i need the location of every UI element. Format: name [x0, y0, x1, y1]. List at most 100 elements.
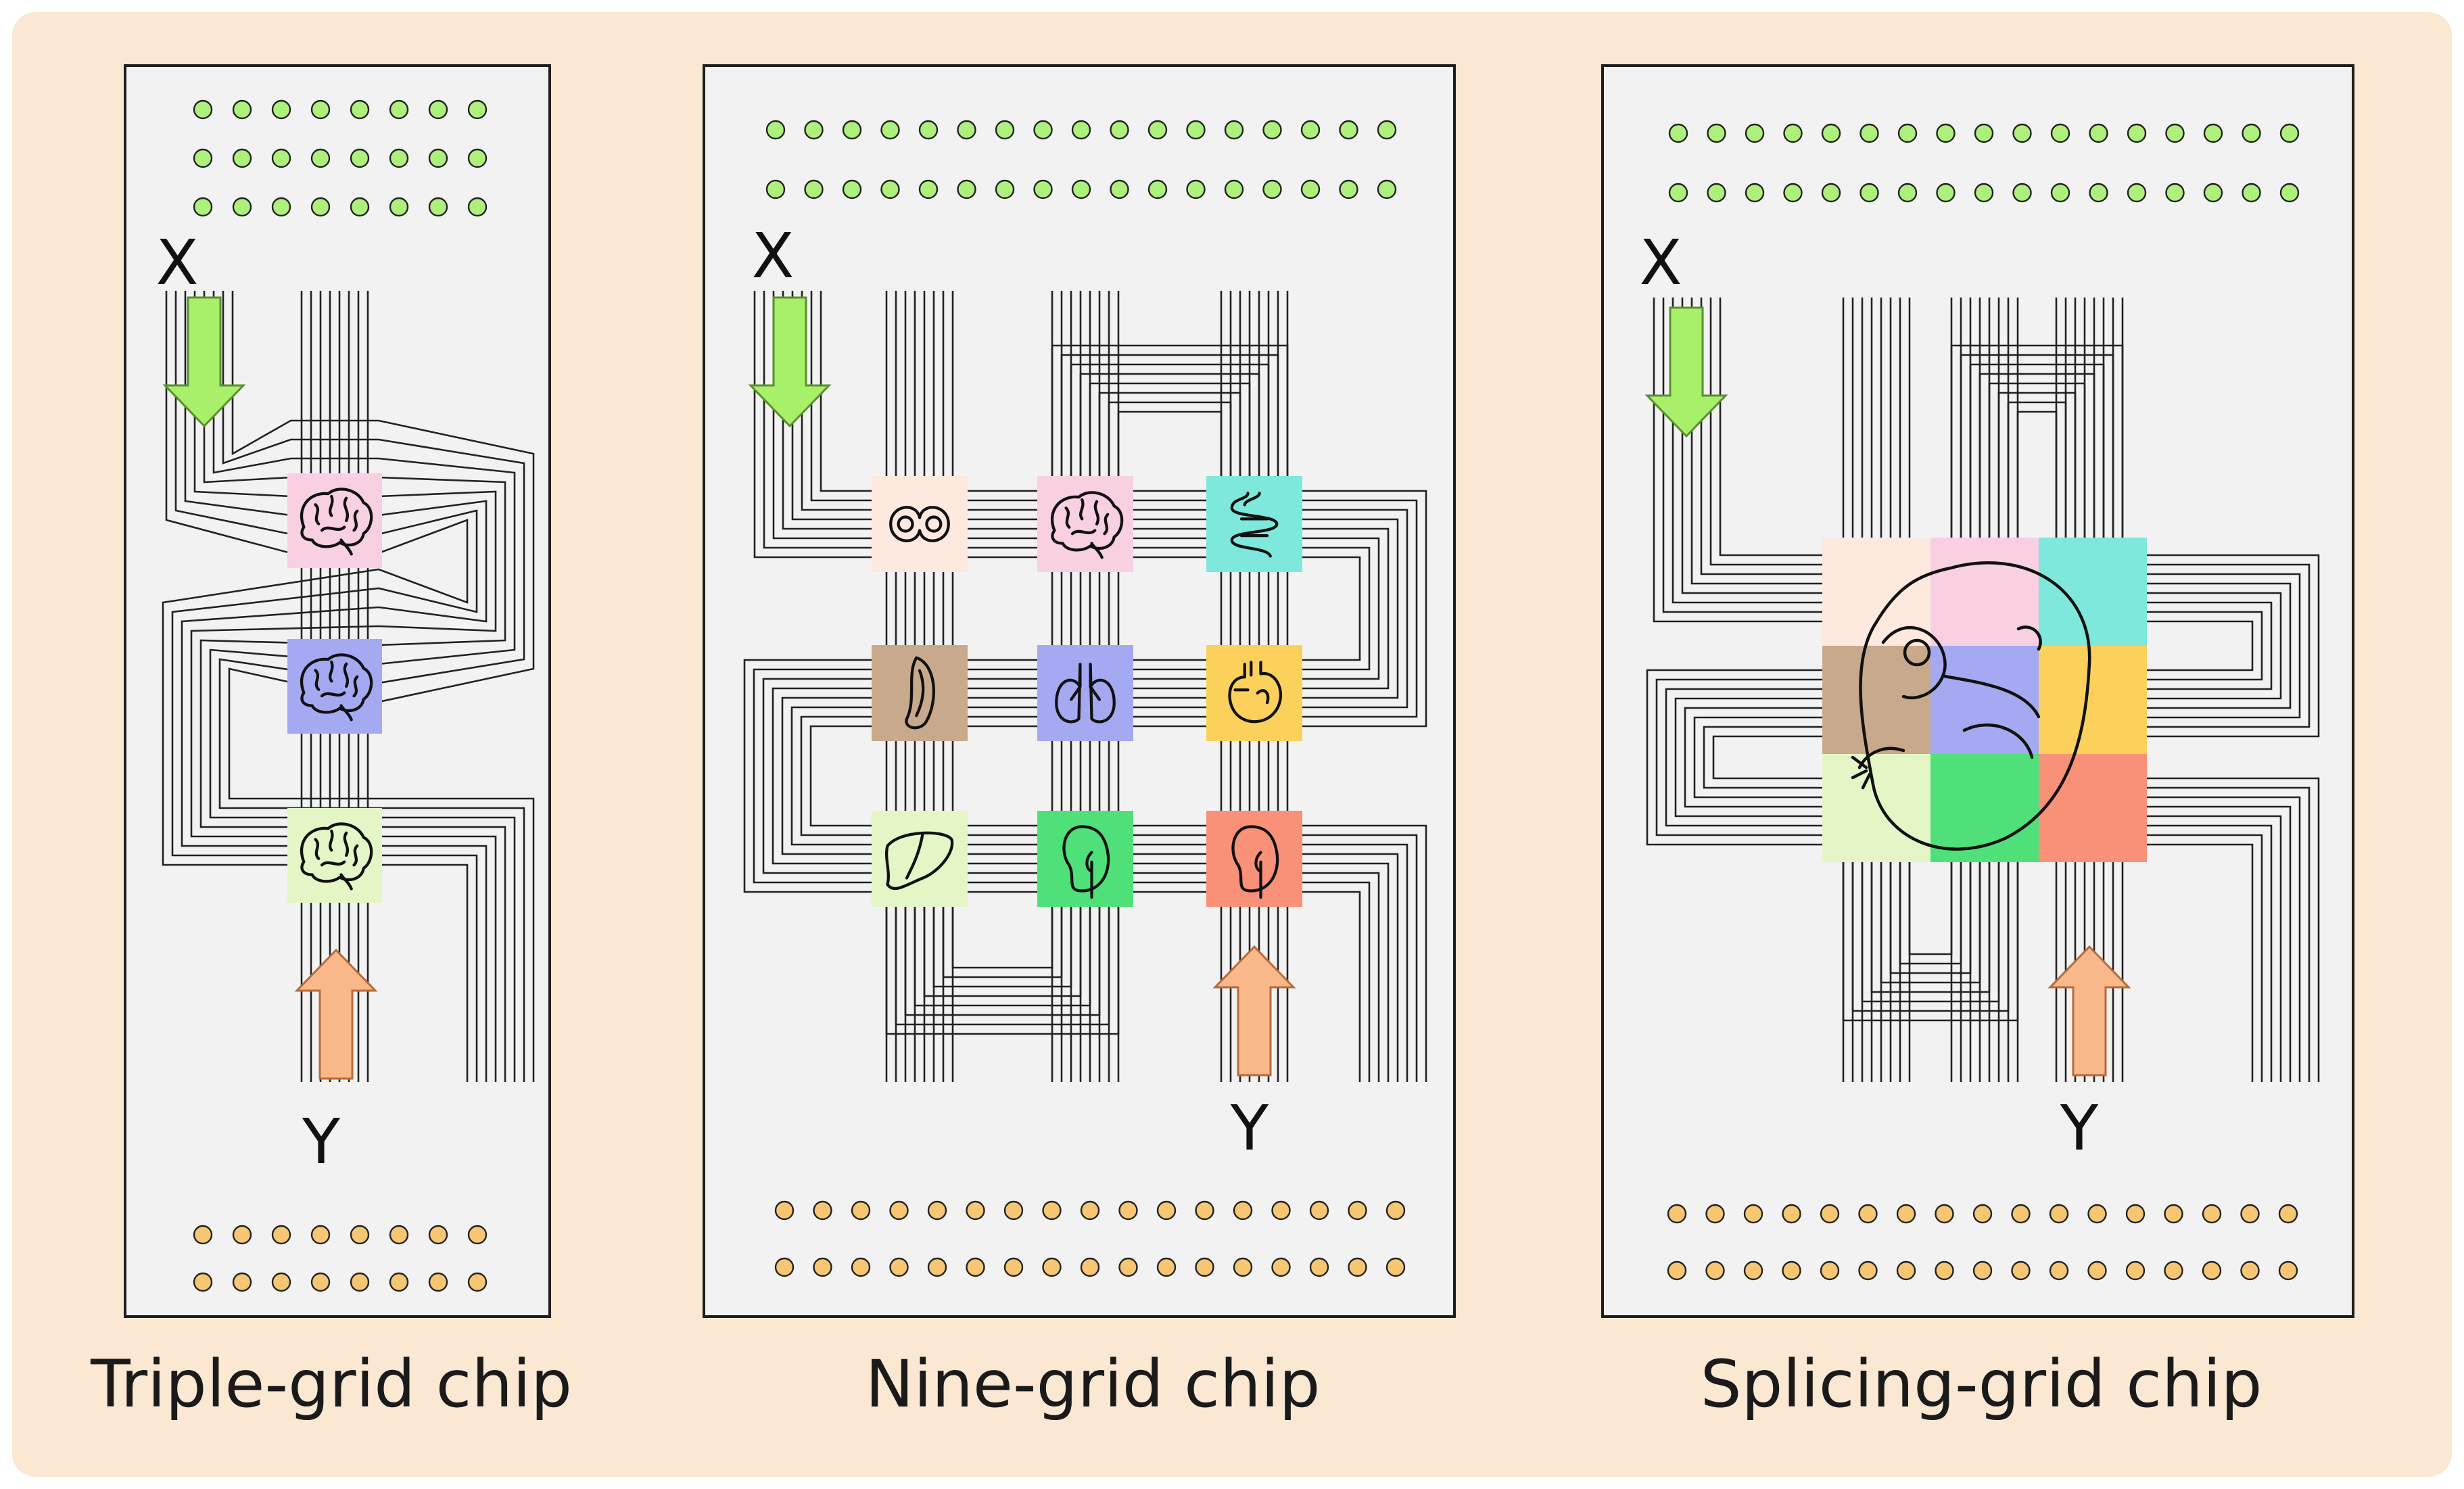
embryo-icon [1851, 561, 2091, 851]
channel-line [2007, 401, 2067, 582]
channel-line [1950, 344, 2124, 582]
brain-icon [300, 653, 373, 722]
pad [1156, 1257, 1177, 1277]
pad [2164, 1204, 2183, 1224]
x-flow-arrow [1644, 306, 1728, 438]
pad [1042, 1257, 1062, 1277]
pad [428, 1272, 448, 1292]
pad [1262, 120, 1282, 140]
pad [2049, 1204, 2069, 1224]
pad [1377, 179, 1397, 199]
triple-grid-chip: X Y Triple-grid chip [90, 64, 572, 1422]
x-flow-arrow [748, 296, 832, 428]
grid-cell [1206, 645, 1302, 741]
pad [1262, 179, 1282, 199]
pad [1300, 179, 1321, 199]
pad [1003, 1200, 1024, 1221]
pad [1858, 1260, 1878, 1281]
pad [350, 148, 370, 168]
pad [310, 99, 331, 120]
pad [1224, 120, 1244, 140]
flow-arrows [748, 296, 1296, 1077]
pad [1110, 179, 1129, 199]
pad [271, 1225, 291, 1245]
grid-cell [1822, 754, 1930, 862]
flow-arrows [162, 296, 378, 1080]
pad [1896, 1204, 1916, 1224]
heart-icon [1228, 661, 1283, 724]
channel-line [1870, 825, 1991, 993]
channel-line [1960, 354, 2114, 582]
channel-line [1098, 392, 1241, 514]
pad [2049, 1260, 2069, 1281]
pad [966, 1200, 985, 1221]
brain-icon [300, 822, 373, 891]
pad [2279, 183, 2300, 203]
pad [765, 120, 786, 140]
pad [193, 1225, 213, 1245]
pad [2278, 1260, 2298, 1281]
pad [1745, 183, 1765, 203]
grid-cells [1822, 538, 2147, 862]
chip-label: Triple-grid chip [90, 1346, 572, 1422]
pad [1972, 1204, 1993, 1224]
pad [1936, 123, 1956, 143]
grid-cell [1822, 646, 1930, 754]
pad [2087, 1260, 2107, 1281]
pad [1668, 123, 1688, 143]
pad [1377, 120, 1397, 140]
pad [765, 179, 786, 199]
pad [842, 179, 862, 199]
pad [2012, 183, 2032, 203]
pad [804, 120, 824, 140]
pad [2203, 123, 2223, 143]
pad [918, 179, 939, 199]
channel-line [1861, 825, 2000, 1003]
pad [1859, 183, 1879, 203]
channel-line [1060, 354, 1279, 514]
pad [804, 179, 824, 199]
pad [2164, 1260, 2183, 1281]
pad [1309, 1200, 1329, 1221]
pad [428, 197, 448, 217]
pad [389, 148, 409, 168]
grid-cell [1930, 538, 2039, 646]
pad [2125, 1260, 2146, 1281]
pad [1348, 1257, 1367, 1277]
pad [232, 197, 252, 217]
pad [995, 120, 1015, 140]
pad [2089, 123, 2108, 143]
channel-line [895, 872, 1110, 1026]
channel-line [1979, 373, 2095, 582]
pad [1110, 120, 1129, 140]
x-axis-label: X [751, 220, 794, 292]
pad [851, 1200, 871, 1221]
pad [1147, 120, 1168, 140]
pad [774, 1200, 795, 1221]
pad [232, 1225, 252, 1245]
pad [2202, 1204, 2222, 1224]
eye-cells-icon [889, 506, 950, 542]
channel-line [1908, 825, 1953, 955]
pad [232, 1272, 252, 1292]
flow-arrows [1644, 306, 2131, 1077]
pad [1859, 123, 1879, 143]
channel-line [2016, 410, 2058, 582]
pad [232, 148, 252, 168]
grid-cell [872, 476, 968, 572]
pad [1385, 1200, 1406, 1221]
pad [1707, 183, 1726, 203]
liver-icon [885, 831, 954, 891]
pad [1936, 183, 1956, 203]
pad [350, 99, 370, 120]
pad [350, 1225, 370, 1245]
channel-line [1988, 382, 2086, 582]
pad [467, 1225, 488, 1245]
brain-icon [300, 488, 373, 556]
pad [1186, 179, 1206, 199]
pad [193, 148, 213, 168]
pad [1783, 183, 1803, 203]
grid-cell [1037, 811, 1133, 907]
inlet-pads [765, 120, 1397, 199]
